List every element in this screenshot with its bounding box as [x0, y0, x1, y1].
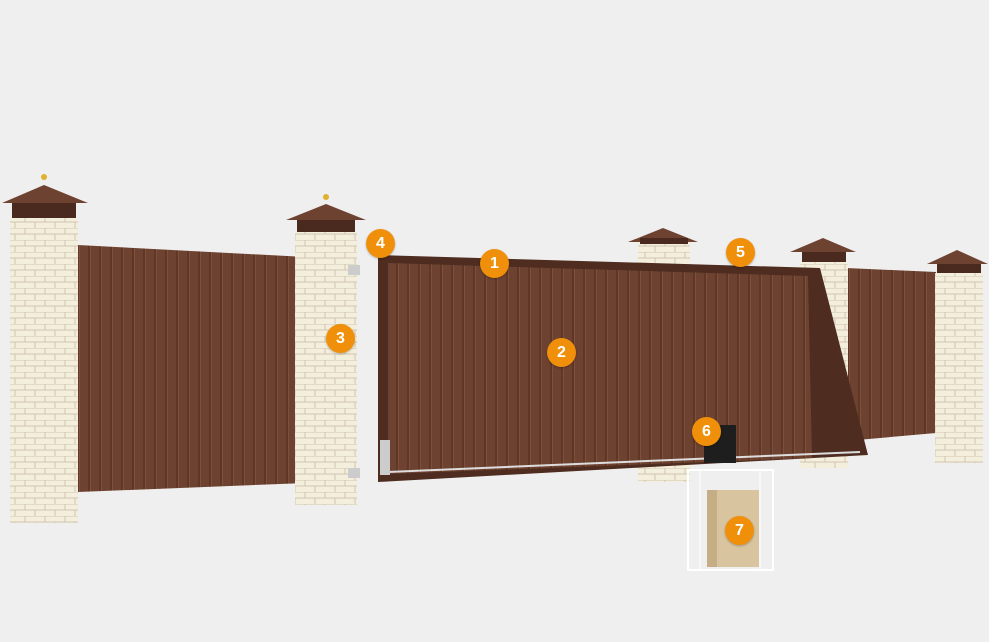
marker-1[interactable]: 1: [480, 249, 509, 278]
marker-6[interactable]: 6: [692, 417, 721, 446]
pillar-right-2: [927, 250, 988, 463]
pillar-left-1: [2, 174, 88, 523]
fence-panel-right: [846, 268, 936, 441]
marker-4[interactable]: 4: [366, 229, 395, 258]
fence-panel-left: [78, 245, 306, 492]
sliding-gate: [378, 255, 868, 482]
marker-3[interactable]: 3: [326, 324, 355, 353]
marker-5[interactable]: 5: [726, 238, 755, 267]
marker-2[interactable]: 2: [547, 338, 576, 367]
pillar-left-2: [286, 194, 366, 505]
marker-7[interactable]: 7: [725, 516, 754, 545]
